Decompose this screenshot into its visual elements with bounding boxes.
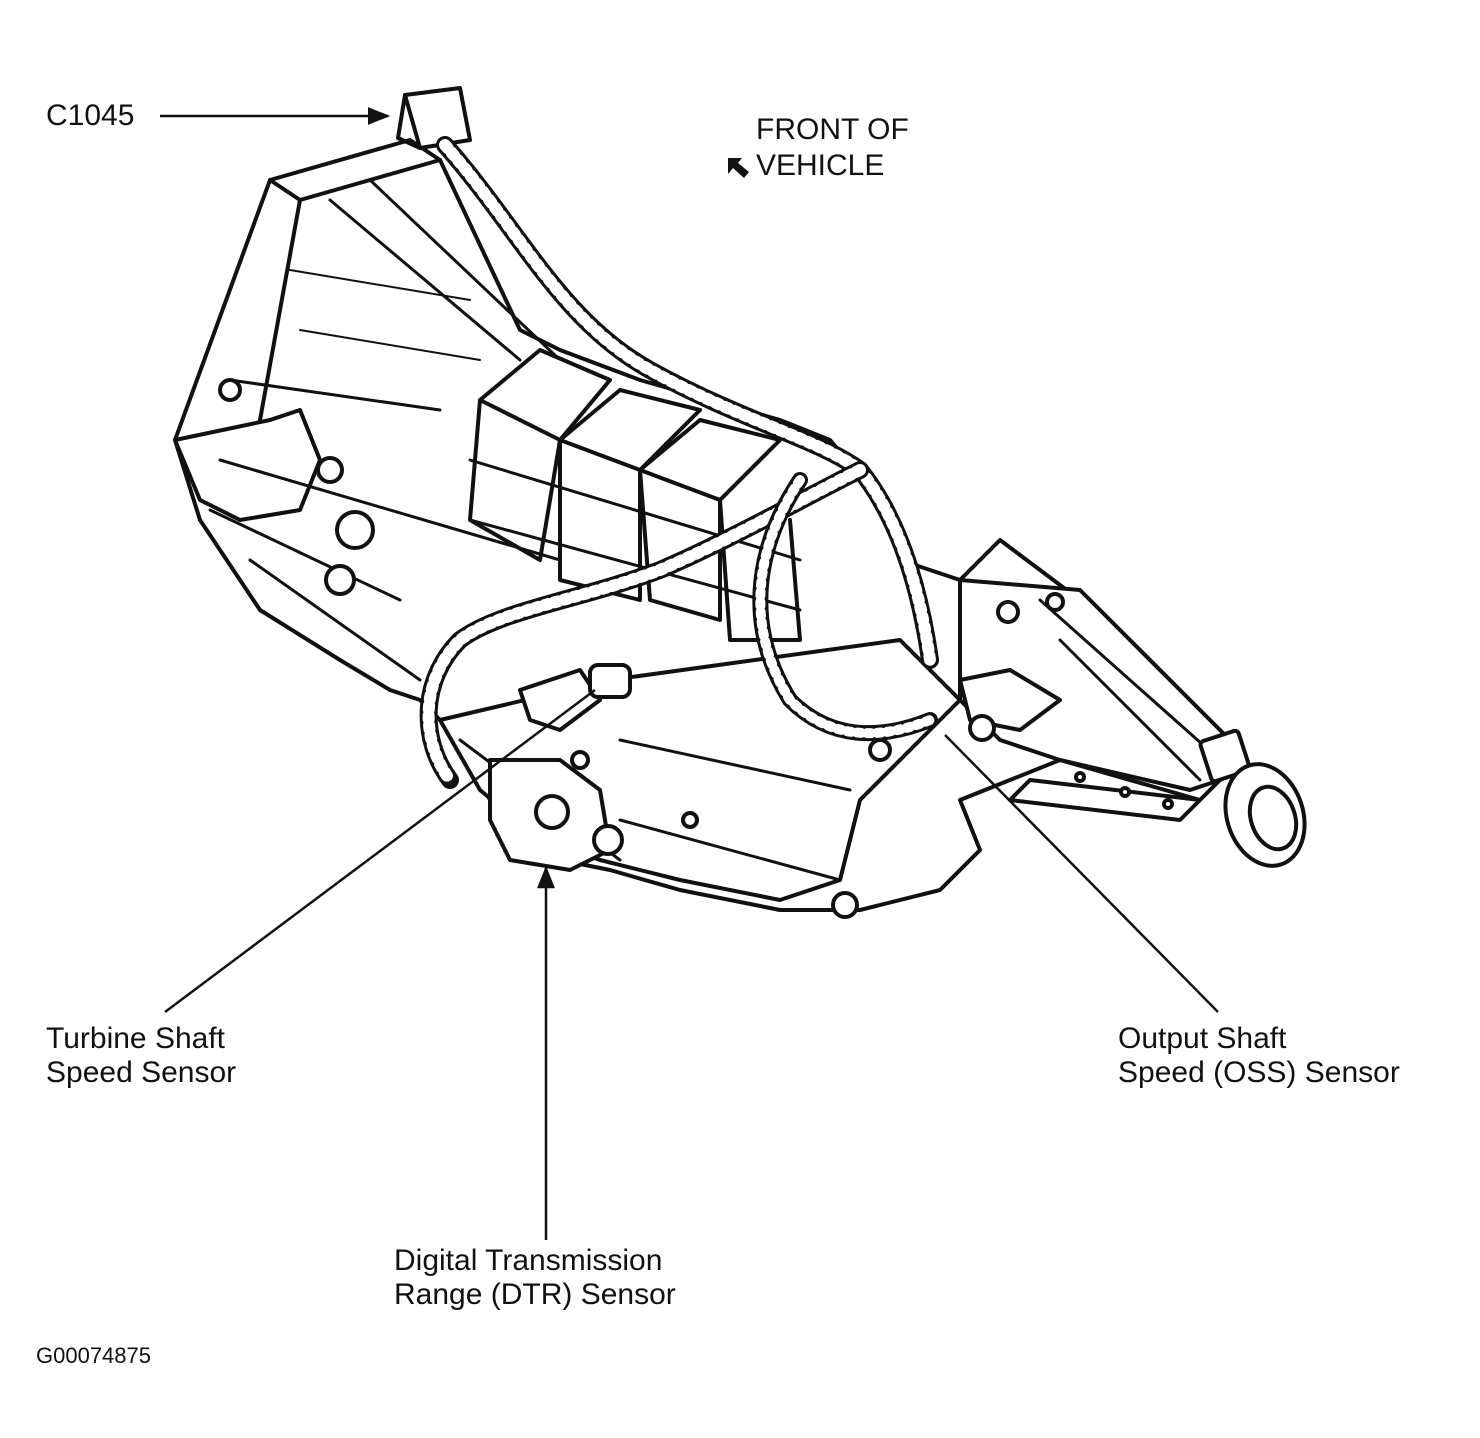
turbine-sensor-label-line2: Speed Sensor [46,1056,237,1089]
turbine-leader [164,688,596,1014]
oss-sensor-label-line2: Speed (OSS) Sensor [1118,1056,1400,1089]
transmission-body [173,86,1307,919]
oss-leader [944,734,1219,1013]
wiring-harness [419,136,939,789]
leader-lines [160,107,1219,1240]
front-arrow-icon [728,158,749,178]
turbine-sensor-label-line1: Turbine Shaft [46,1022,225,1055]
dtr-sensor-label-line2: Range (DTR) Sensor [394,1278,676,1311]
connector-label: C1045 [46,99,135,132]
dtr-sensor-label-line1: Digital Transmission [394,1244,663,1277]
figure-id: G00074875 [36,1343,151,1368]
oss-sensor-label-line1: Output Shaft [1118,1022,1287,1055]
front-of-vehicle-line2: VEHICLE [756,149,885,182]
front-of-vehicle-line1: FRONT OF [756,113,909,146]
